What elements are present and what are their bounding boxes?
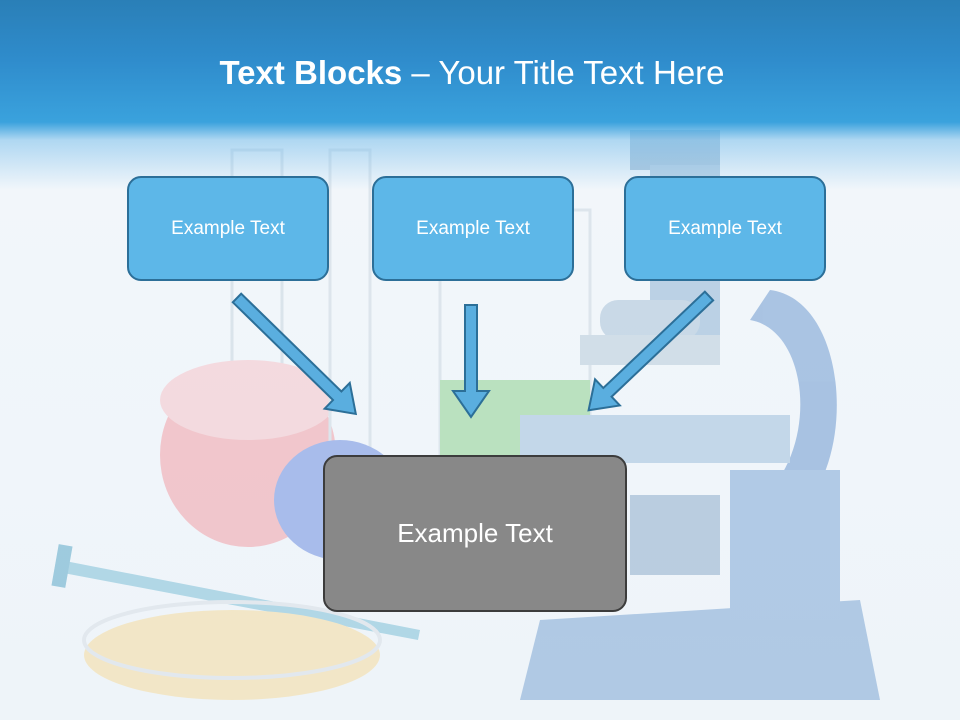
slide-title-bold: Text Blocks <box>219 54 403 91</box>
text-block-1-label: Example Text <box>171 217 285 239</box>
text-block-2-label: Example Text <box>416 217 530 239</box>
text-block-1: Example Text <box>127 176 329 281</box>
title-bar <box>0 0 960 190</box>
text-block-3-label: Example Text <box>668 217 782 239</box>
slide-title-rest: – Your Title Text Here <box>402 54 725 91</box>
text-block-3: Example Text <box>624 176 826 281</box>
center-text-block: Example Text <box>323 455 627 612</box>
center-text-block-label: Example Text <box>397 518 553 548</box>
slide-title: Text Blocks – Your Title Text Here <box>0 54 944 92</box>
text-block-2: Example Text <box>372 176 574 281</box>
